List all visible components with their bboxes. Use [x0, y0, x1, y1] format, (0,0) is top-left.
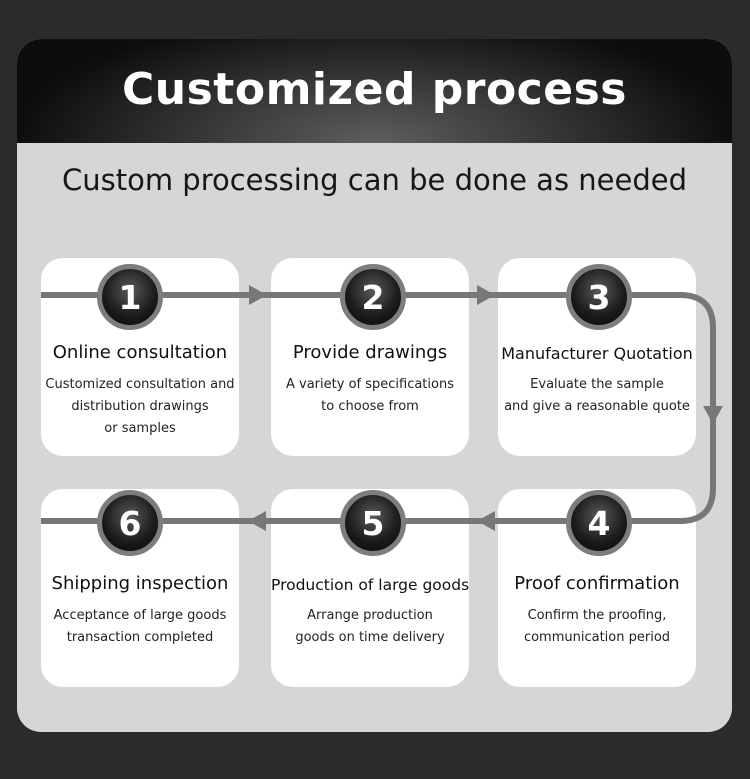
arrow-down-icon — [703, 406, 723, 424]
arrow-left-icon — [248, 511, 266, 531]
step-title-2: Provide drawings — [292, 342, 448, 363]
header-banner: Customized process — [17, 39, 732, 143]
step-number-badge-2: 2 — [340, 264, 406, 330]
step-title-6: Shipping inspection — [51, 573, 229, 594]
step-title-3: Manufacturer Quotation — [501, 344, 693, 363]
step-description-5: Arrange production goods on time deliver… — [295, 608, 445, 645]
step-number-badge-6: 6 — [97, 490, 163, 556]
step-description-1: Customized consultation and distribution… — [45, 377, 235, 436]
arrow-right-icon — [477, 285, 495, 305]
step-description-2: A variety of specifications to choose fr… — [286, 377, 454, 414]
step-description-3: Evaluate the sample and give a reasonabl… — [504, 377, 690, 414]
step-description-4: Confirm the proofing, communication peri… — [523, 608, 671, 645]
page-title: Customized process — [122, 63, 627, 115]
step-title-1: Online consultation — [52, 342, 228, 363]
step-number-badge-4: 4 — [566, 490, 632, 556]
arrow-left-icon — [477, 511, 495, 531]
step-title-4: Proof confirmation — [514, 573, 680, 594]
step-description-6: Acceptance of large goods transaction co… — [53, 608, 227, 645]
step-number-badge-1: 1 — [97, 264, 163, 330]
arrow-right-icon — [249, 285, 267, 305]
page-subtitle: Custom processing can be done as needed — [61, 163, 687, 197]
step-title-5: Production of large goods — [271, 576, 470, 594]
step-number-badge-5: 5 — [340, 490, 406, 556]
step-number-badge-3: 3 — [566, 264, 632, 330]
